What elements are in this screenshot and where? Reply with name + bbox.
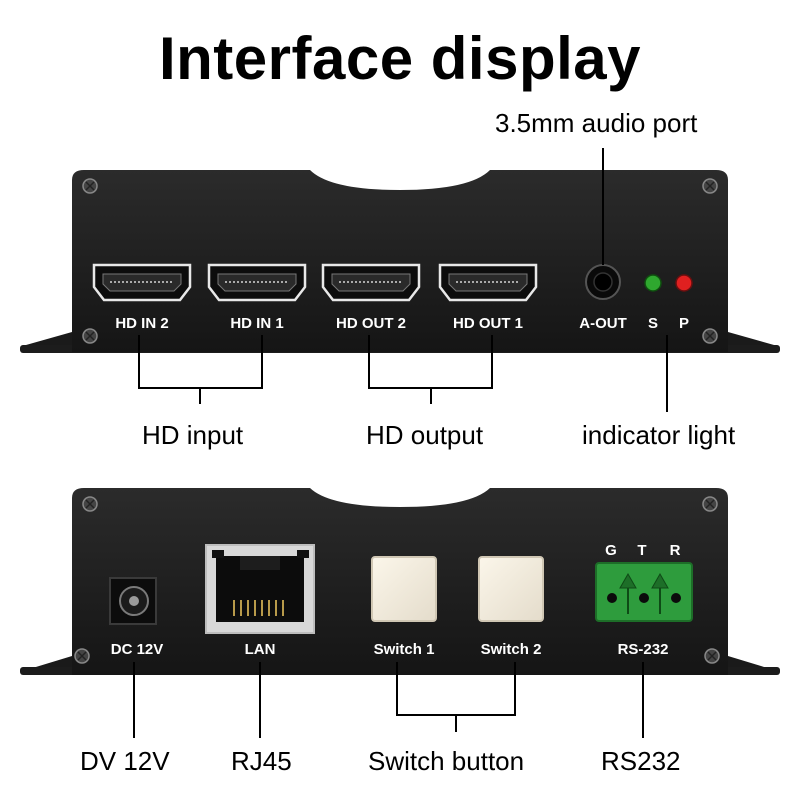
audio-out-label: A-OUT: [579, 315, 627, 332]
audio-jack-icon: [585, 264, 621, 300]
top-panel: HD IN 2 HD IN 1 HD OUT 2 HD OUT 1 A-OUT …: [20, 170, 780, 353]
callout-rj45: RJ45: [231, 746, 292, 776]
port-label-hd-out-2: HD OUT 2: [336, 315, 406, 332]
callout-rs232: RS232: [601, 746, 681, 776]
dc-12v-label: DC 12V: [111, 641, 164, 658]
switch-1-label: Switch 1: [374, 641, 435, 658]
rs-232-label: RS-232: [618, 641, 669, 658]
hdmi-port-icon: [207, 263, 307, 302]
terminal-pin-t-label: T: [637, 542, 646, 559]
rj45-port-icon: [205, 544, 315, 634]
hd-input-bracket: [138, 335, 263, 404]
switch-1-button[interactable]: [371, 556, 437, 622]
callout-hd-output: HD output: [366, 420, 484, 450]
switch-2-label: Switch 2: [481, 641, 542, 658]
dc-jack-icon: [109, 577, 157, 625]
top-panel-body: [72, 170, 728, 352]
port-label-hd-in-1: HD IN 1: [230, 315, 283, 332]
switch-2-button[interactable]: [478, 556, 544, 622]
lan-label: LAN: [245, 641, 276, 658]
hdmi-port-icon: [321, 263, 421, 302]
callout-audio-port: 3.5mm audio port: [495, 108, 698, 138]
led-p-icon: [675, 274, 693, 292]
callout-dv-12v: DV 12V: [80, 746, 170, 776]
hdmi-port-icon: [438, 263, 538, 302]
led-s-icon: [644, 274, 662, 292]
bottom-panel: G T R DC 12V LAN Switch 1 Switch 2 RS-23…: [20, 488, 780, 675]
terminal-pin-r-label: R: [670, 542, 681, 559]
terminal-pin-g-label: G: [605, 542, 617, 559]
callout-hd-input: HD input: [142, 420, 244, 450]
port-label-hd-in-2: HD IN 2: [115, 315, 168, 332]
bottom-callout-lines: [133, 662, 644, 738]
hdmi-port-icon: [92, 263, 192, 302]
hd-output-bracket: [368, 335, 493, 404]
led-p-label: P: [679, 315, 689, 332]
callout-switch-button: Switch button: [368, 746, 525, 776]
top-callout-lines: [138, 148, 668, 412]
page-title: Interface display: [158, 25, 642, 92]
callout-indicator-light: indicator light: [582, 420, 736, 450]
led-s-label: S: [648, 315, 658, 332]
port-label-hd-out-1: HD OUT 1: [453, 315, 523, 332]
terminal-block-icon: [595, 562, 693, 622]
switch-bracket: [396, 662, 516, 732]
